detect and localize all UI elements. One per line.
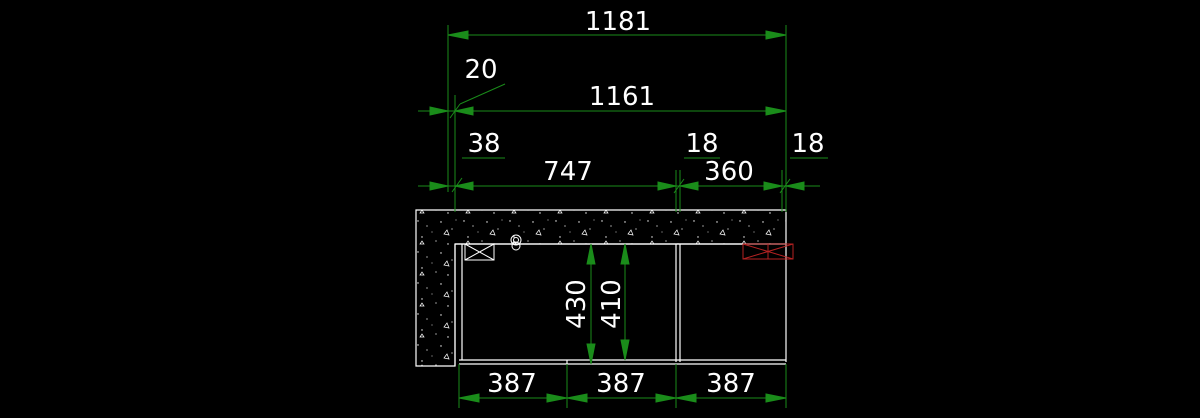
dimension-1161 xyxy=(418,83,787,119)
dim-text-18-right: 18 xyxy=(791,129,824,159)
red-fixture xyxy=(742,243,794,260)
cabinet-outline xyxy=(455,243,787,365)
dim-text-20: 20 xyxy=(464,55,497,85)
dim-text-18-middle: 18 xyxy=(685,129,718,159)
dimension-1181 xyxy=(447,30,787,40)
junction-box-icon xyxy=(464,243,495,261)
dim-text-387-2: 387 xyxy=(596,369,646,399)
dim-text-387-1: 387 xyxy=(487,369,537,399)
dim-text-360: 360 xyxy=(704,157,754,187)
dimension-heights xyxy=(586,243,630,365)
dimension-chain xyxy=(418,157,828,194)
dim-text-1161: 1161 xyxy=(589,82,655,112)
dim-text-1181: 1181 xyxy=(585,7,651,37)
dim-text-430: 430 xyxy=(562,279,592,329)
pipe-icon xyxy=(510,234,522,251)
dim-text-410: 410 xyxy=(597,279,627,329)
dimension-bottom xyxy=(458,364,787,408)
dim-text-387-3: 387 xyxy=(706,369,756,399)
dim-text-38: 38 xyxy=(467,129,500,159)
dim-text-747: 747 xyxy=(543,157,593,187)
